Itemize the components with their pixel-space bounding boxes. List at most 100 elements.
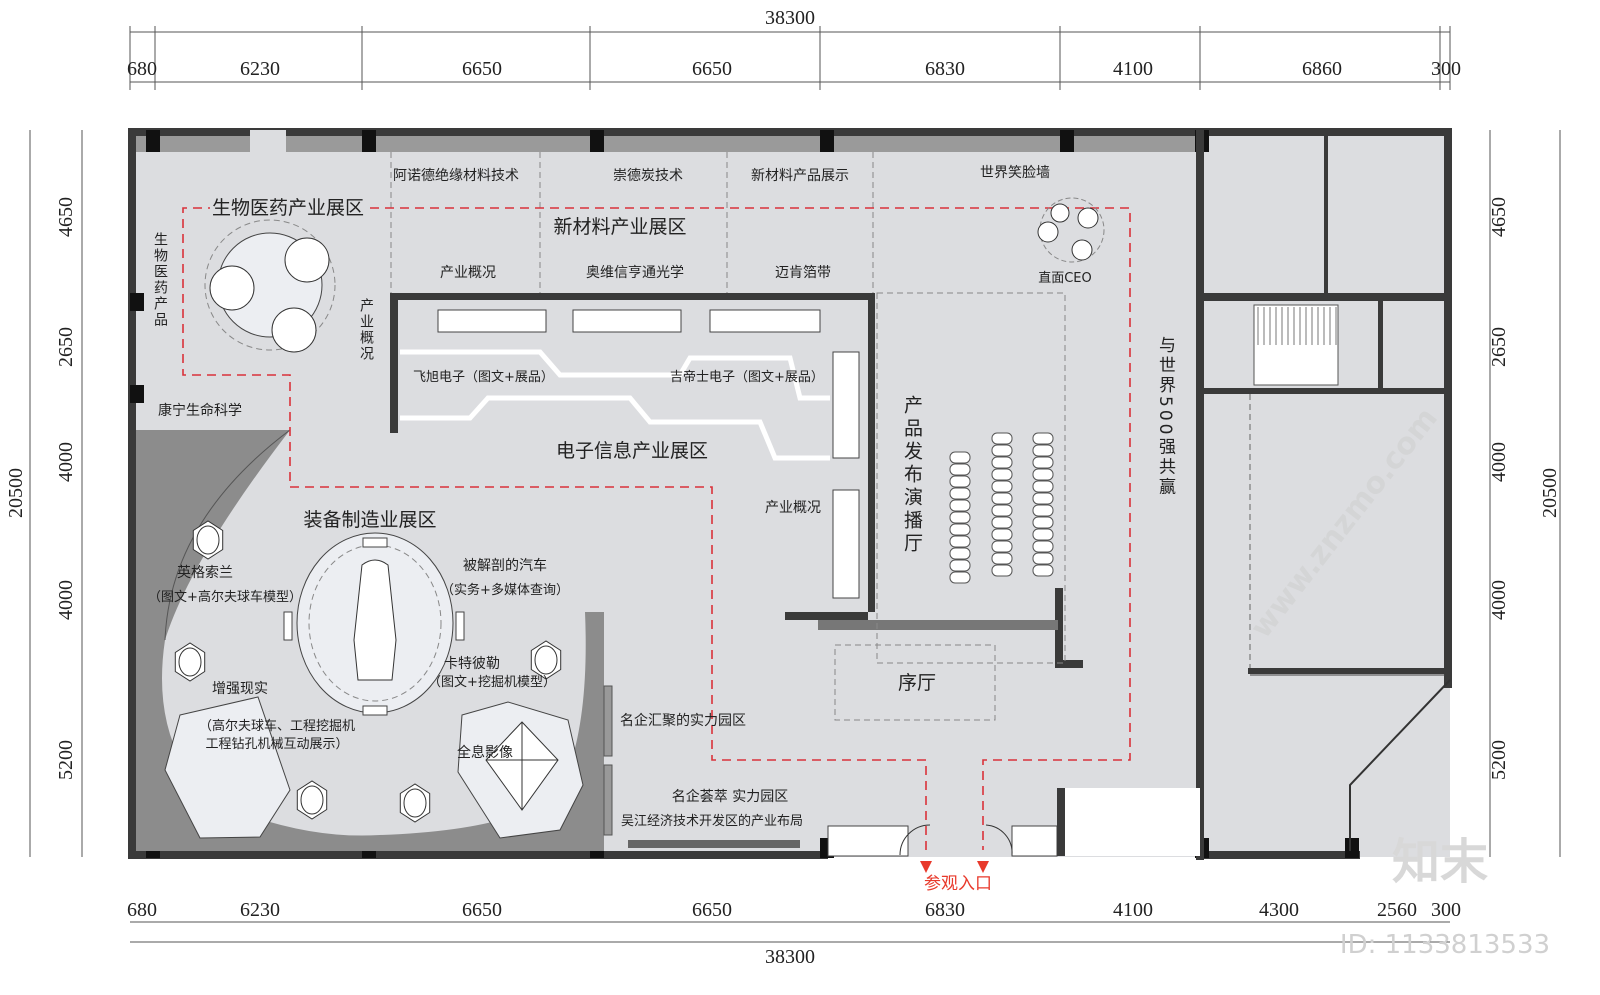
staircase [1253,304,1339,386]
label-famous-gather: 名企荟萃 实力园区 [672,788,788,805]
seat [949,487,971,500]
label-yinggesuolan: 英格索兰 [177,564,233,581]
dim-label: 5200 [1488,740,1510,780]
dim-label: 4100 [1113,899,1153,921]
seat [1032,528,1054,541]
dim-label: 4000 [1488,580,1510,620]
dim-label: 6230 [240,58,280,80]
seat [949,475,971,488]
dim-label: 300 [1431,899,1461,921]
dim-label: 4100 [1113,58,1153,80]
seat [1032,444,1054,457]
label-ar-sub2: 工程钻孔机械互动展示） [205,737,348,752]
dim-label: 6230 [240,899,280,921]
label-smile-wall: 世界笑脸墙 [980,165,1050,181]
kiosk-screen [196,525,220,555]
kiosk-screen [534,645,558,675]
bottom-total: 38300 [765,946,815,968]
label-jidishi: 吉帝士电子（图文+展品） [670,369,824,385]
seat [949,511,971,524]
zone-world500: 与世界500强共赢 [1155,336,1176,497]
seat [949,559,971,572]
seat [1032,540,1054,553]
dim-label: 4000 [55,442,77,482]
seat [949,571,971,584]
label-aowei: 奥维信亨通光学 [586,264,684,281]
seat [991,564,1013,577]
label-overview: 产业概况 [440,265,496,281]
label-arnold: 阿诺德绝缘材料技术 [393,168,519,184]
label-biomed-products: 生物医药产品 [152,232,168,328]
dim-label: 6860 [1302,58,1342,80]
seat [991,444,1013,457]
dim-label: 300 [1431,58,1461,80]
seat [1032,504,1054,517]
seat [991,516,1013,529]
label-car: 被解剖的汽车 [463,557,547,574]
watermark-id: ID: 1133813533 [1340,930,1550,960]
dim-label: 2650 [55,327,77,367]
dim-label: 4650 [1488,197,1510,237]
label-overview-2: 产业概况 [765,500,821,516]
left-dimensions: 4650 2650 4000 4000 5200 20500 [5,130,83,857]
building [128,128,1452,860]
seat [991,468,1013,481]
label-famous-park: 名企汇聚的实力园区 [620,712,746,729]
seat [949,451,971,464]
entrance-arrow-icon [977,861,989,873]
label-maiken: 迈肯箔带 [775,265,831,281]
label-feixu: 飞旭电子（图文+展品） [413,370,554,385]
dim-label: 6650 [462,899,502,921]
car-model [353,559,397,681]
right-total: 20500 [1539,468,1561,518]
label-wujiang: 吴江经济技术开发区的产业布局 [621,813,803,829]
dim-label: 6830 [925,58,965,80]
label-kangning: 康宁生命科学 [158,402,242,419]
watermark-logo: 知末 [1392,834,1488,890]
label-car-sub: （实务+多媒体查询） [441,582,569,598]
seat [1032,492,1054,505]
visit-route [182,207,1131,850]
label-overview-vertical: 产业概况 [358,298,374,362]
seat [949,535,971,548]
label-caterpillar-sub: （图文+挖掘机模型） [428,675,556,690]
dim-label: 6830 [925,899,965,921]
seat [1032,564,1054,577]
dim-label: 4000 [1488,442,1510,482]
entrance-marker: 参观入口 [920,861,992,894]
label-yinggesuolan-sub: （图文+高尔夫球车模型） [148,589,302,605]
seat [1032,432,1054,445]
kiosk-screen [300,785,324,815]
seat [991,432,1013,445]
seat [1032,468,1054,481]
zone-new-material: 新材料产业展区 [553,216,686,238]
top-total: 38300 [765,7,815,29]
seat [949,463,971,476]
seat [949,499,971,512]
label-ceo: 直面CEO [1038,271,1092,286]
dim-label: 680 [127,899,157,921]
label-chongde: 崇德炭技术 [613,168,683,184]
seat [991,456,1013,469]
labels: 生物医药产业展区 新材料产业展区 电子信息产业展区 装备制造业展区 序厅 产品发… [148,165,1175,894]
right-dimensions: 4650 2650 4000 4000 5200 20500 [1488,130,1561,857]
seat [991,528,1013,541]
seat [1032,552,1054,565]
dim-label: 6650 [462,58,502,80]
label-caterpillar: 卡特彼勒 [444,656,500,672]
kiosk-screen [403,788,427,818]
seat [1032,516,1054,529]
seat [949,547,971,560]
dim-label: 5200 [55,740,77,780]
dim-label: 4300 [1259,899,1299,921]
entrance-arrow-icon [920,861,932,873]
seat [991,492,1013,505]
dim-label: 6650 [692,58,732,80]
dim-label: 6650 [692,899,732,921]
zone-biomed: 生物医药产业展区 [212,197,364,219]
dim-label: 680 [127,58,157,80]
seat [991,540,1013,553]
zone-launch-hall: 产品发布演播厅 [901,395,923,556]
dim-label: 4650 [55,197,77,237]
